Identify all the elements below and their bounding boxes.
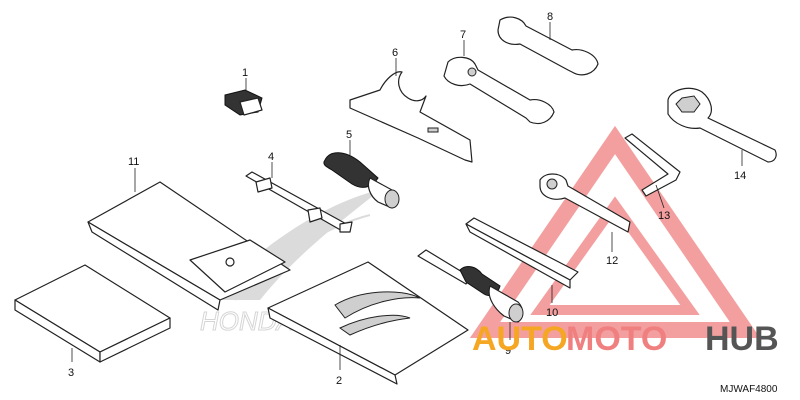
callout-14: 14 — [734, 170, 746, 182]
part-3-manual — [14, 264, 171, 363]
callout-8: 8 — [547, 11, 553, 23]
callout-5: 5 — [346, 129, 352, 141]
part-1-fuse — [224, 78, 263, 116]
wordmark-auto: AUTO — [472, 320, 568, 358]
part-9-socket-wrench — [417, 249, 524, 340]
part-8-wrench — [497, 16, 599, 76]
wordmark-hub: HUB — [705, 320, 779, 358]
callout-3: 3 — [68, 367, 74, 379]
part-6-pin-spanner — [349, 58, 473, 163]
callout-9: 9 — [505, 345, 511, 357]
part-7-wrench — [443, 40, 555, 125]
part-2-document — [267, 261, 469, 385]
callout-4: 4 — [268, 151, 274, 163]
callout-12: 12 — [606, 255, 618, 267]
part-4-screwdriver — [245, 162, 353, 233]
callout-13: 13 — [658, 210, 670, 222]
automotohub-triangle-logo — [469, 125, 761, 338]
part-13-hex-key — [624, 133, 681, 209]
drawing-code: MJWAF4800 — [720, 384, 778, 395]
part-11-tool-bag — [87, 168, 291, 311]
callout-11: 11 — [128, 156, 139, 168]
callout-labels: 1 2 3 4 5 6 7 8 9 10 11 12 13 14 — [68, 11, 746, 387]
callout-7: 7 — [460, 29, 466, 41]
part-14-ring-spanner — [667, 87, 777, 166]
callout-2: 2 — [336, 375, 342, 387]
callout-6: 6 — [392, 47, 398, 59]
callout-1: 1 — [242, 67, 248, 79]
part-5-screwdriver-handle — [323, 140, 400, 209]
part-12-box-wrench — [539, 173, 631, 252]
automotohub-wordmark: AUTO MOTO HUB — [472, 320, 779, 358]
wordmark-moto: MOTO — [566, 320, 667, 358]
callout-10: 10 — [546, 307, 558, 319]
part-10-extension-bar — [465, 217, 579, 303]
